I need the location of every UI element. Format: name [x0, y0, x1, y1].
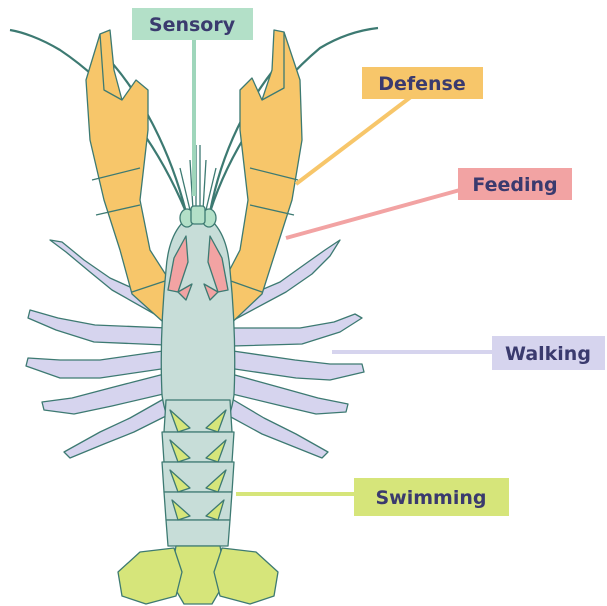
label-walking-text: Walking [505, 343, 591, 365]
label-feeding-text: Feeding [472, 174, 557, 196]
eyes [180, 206, 216, 227]
defense-line [296, 90, 420, 184]
label-defense: Defense [362, 67, 483, 99]
feeding-line [286, 190, 460, 238]
label-swimming-text: Swimming [376, 487, 487, 509]
label-feeding: Feeding [458, 168, 572, 200]
carapace [161, 212, 235, 430]
label-swimming: Swimming [354, 478, 509, 516]
label-sensory-text: Sensory [149, 14, 236, 36]
tail-fan [118, 546, 278, 604]
label-sensory: Sensory [132, 8, 253, 40]
antennules [180, 145, 216, 210]
label-defense-text: Defense [378, 73, 466, 95]
label-walking: Walking [492, 336, 605, 370]
